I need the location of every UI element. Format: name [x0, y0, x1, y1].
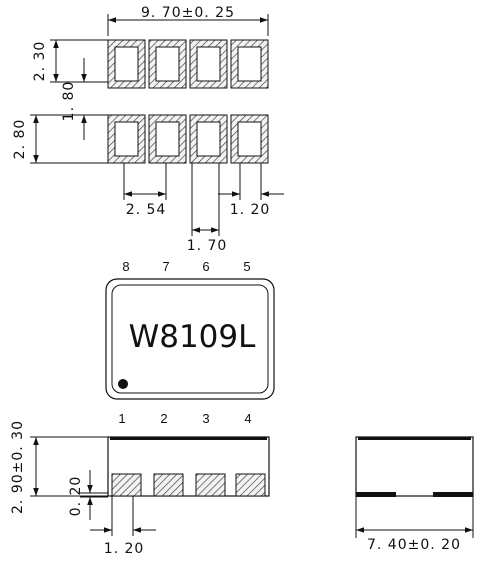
dim-overall-width: 9. 70±0. 25: [107, 5, 269, 36]
part-number: W8109L: [129, 319, 257, 355]
pin-label-8: 8: [122, 259, 129, 274]
pin-label-3: 3: [202, 411, 209, 426]
end-body: [355, 436, 474, 497]
side-lid: [110, 437, 267, 440]
side-view: 2. 90±0. 30 0. 20 1. 20: [10, 420, 270, 557]
land-pad-top-2: [148, 39, 187, 89]
dim-land-pad-width-label: 1. 20: [230, 202, 271, 218]
dim-height-label: 2. 90±0. 30: [10, 420, 26, 514]
side-terminal-3: [195, 473, 226, 497]
land-pad-top-3: [189, 39, 228, 89]
dim-standoff: 0. 20: [68, 470, 108, 520]
dim-pad-spacing: 1. 80: [61, 58, 108, 140]
pin-label-4: 4: [244, 411, 251, 426]
dim-standoff-label: 0. 20: [68, 476, 84, 517]
dim-pitch: 2. 54: [123, 163, 167, 218]
end-terminal-left: [356, 492, 396, 497]
end-view: 7. 40±0. 20: [355, 436, 474, 553]
dim-land-pad-width: 1. 20: [218, 163, 284, 218]
dim-pad-spacing-label: 1. 80: [61, 81, 77, 122]
land-pad-top-1: [107, 39, 146, 89]
side-terminal-4: [235, 473, 266, 497]
pin-label-5: 5: [243, 259, 250, 274]
dim-pad-length: 2. 30: [32, 39, 108, 83]
dim-gap: 1. 70: [187, 163, 228, 254]
dim-pad-length-label: 2. 30: [32, 41, 48, 82]
package-body-inner: [111, 284, 269, 394]
dim-height: 2. 90±0. 30: [10, 420, 108, 514]
land-pad-bottom-4: [230, 114, 269, 164]
pin1-marker: [118, 379, 128, 389]
dim-body-height: 2. 80: [12, 114, 108, 164]
land-pad-bottom-3: [189, 114, 228, 164]
side-terminal-2: [153, 473, 184, 497]
end-lid: [358, 437, 471, 440]
dim-end-width-label: 7. 40±0. 20: [367, 537, 461, 553]
dim-side-pad-width: 1. 20: [90, 496, 156, 557]
pin-label-1: 1: [118, 411, 125, 426]
land-pad-bottom-2: [148, 114, 187, 164]
land-pattern-view: 9. 70±0. 25 2. 30 1. 80 2. 80: [12, 5, 284, 254]
side-terminal-1: [111, 473, 142, 497]
pin-label-2: 2: [160, 411, 167, 426]
dim-pitch-label: 2. 54: [126, 202, 167, 218]
dim-overall-width-label: 9. 70±0. 25: [141, 5, 235, 21]
end-terminal-right: [433, 492, 473, 497]
land-pad-top-4: [230, 39, 269, 89]
dim-body-height-label: 2. 80: [12, 119, 28, 160]
dim-side-pad-width-label: 1. 20: [104, 541, 145, 557]
side-terminal-array: [111, 473, 266, 497]
pin-label-7: 7: [162, 259, 169, 274]
package-top-view: 8 7 6 5 W8109L 1 2 3 4: [105, 259, 275, 426]
land-pad-array: [107, 39, 269, 164]
dim-end-width: 7. 40±0. 20: [355, 496, 474, 553]
dim-gap-label: 1. 70: [187, 238, 228, 254]
land-pad-bottom-1: [107, 114, 146, 164]
pin-label-6: 6: [202, 259, 209, 274]
